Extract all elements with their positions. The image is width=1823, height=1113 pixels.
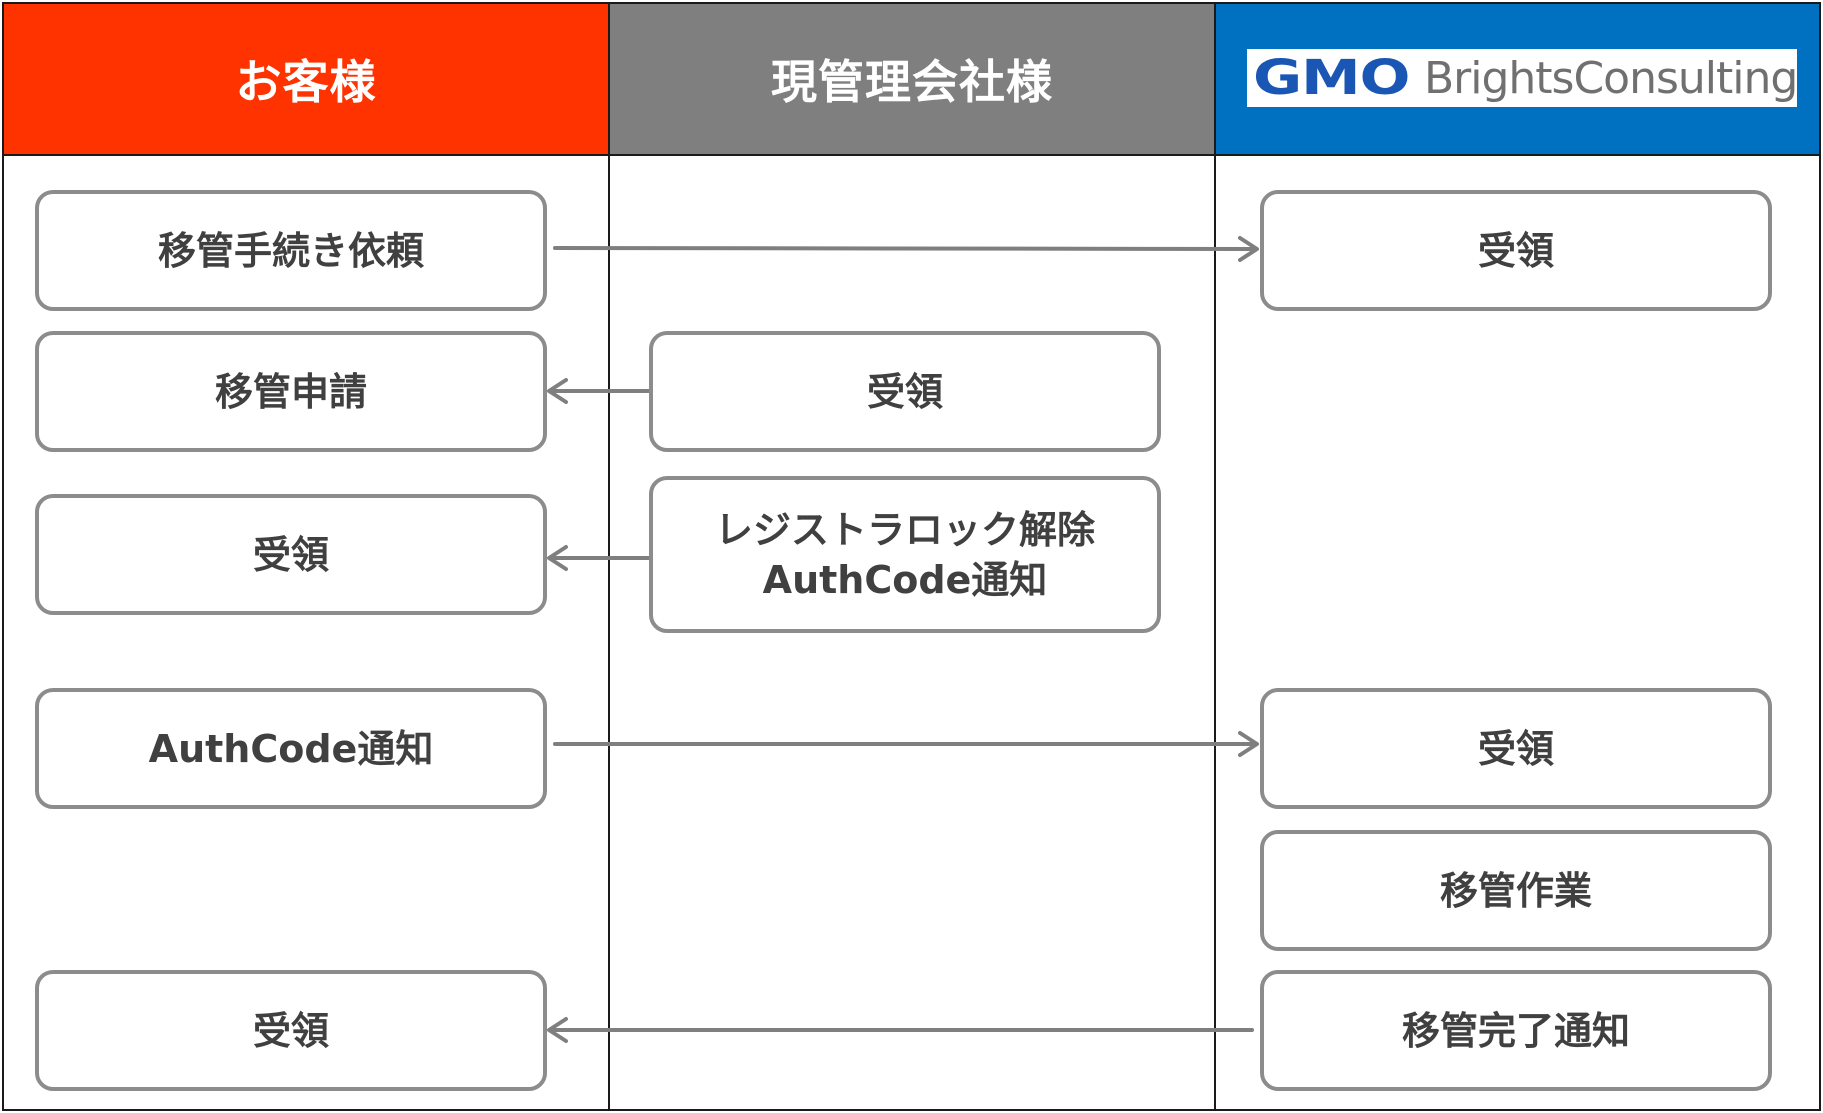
lane-body-gmo — [1214, 154, 1821, 1111]
step-customer-transfer-application: 移管申請 — [35, 331, 547, 452]
step-label: 移管作業 — [1439, 868, 1592, 913]
step-label: 受領 — [866, 369, 943, 414]
step-label: 受領 — [1477, 228, 1554, 273]
lane-header-current-registrar: 現管理会社様 — [608, 2, 1216, 156]
step-customer-receipt-authcode: 受領 — [35, 494, 547, 615]
gmo-brights-consulting-logo: GMO BrightsConsulting — [1247, 49, 1798, 107]
lane-title-current-registrar: 現管理会社様 — [771, 55, 1053, 109]
step-label: 移管申請 — [214, 369, 367, 414]
step-gmo-receipt-authcode: 受領 — [1260, 688, 1772, 809]
step-customer-receipt-completion: 受領 — [35, 970, 547, 1091]
step-label: AuthCode通知 — [148, 726, 434, 771]
step-label: レジストラロック解除 AuthCode通知 — [714, 507, 1095, 602]
step-gmo-receipt-request: 受領 — [1260, 190, 1772, 311]
gmo-logo-mark: GMO — [1253, 50, 1410, 106]
step-label: 受領 — [1477, 726, 1554, 771]
step-registrar-unlock-authcode: レジストラロック解除 AuthCode通知 — [649, 476, 1161, 633]
step-label: 受領 — [252, 532, 329, 577]
step-label: 移管完了通知 — [1401, 1008, 1630, 1053]
step-customer-transfer-request: 移管手続き依頼 — [35, 190, 547, 311]
step-label: 移管手続き依頼 — [157, 228, 424, 273]
step-gmo-transfer-work: 移管作業 — [1260, 830, 1772, 951]
step-gmo-transfer-complete: 移管完了通知 — [1260, 970, 1772, 1091]
gmo-logo-text: BrightsConsulting — [1423, 52, 1798, 104]
step-label: 受領 — [252, 1008, 329, 1053]
lane-title-customer: お客様 — [235, 55, 377, 109]
step-registrar-receipt: 受領 — [649, 331, 1161, 452]
step-customer-authcode-notice: AuthCode通知 — [35, 688, 547, 809]
lane-header-customer: お客様 — [2, 2, 610, 156]
